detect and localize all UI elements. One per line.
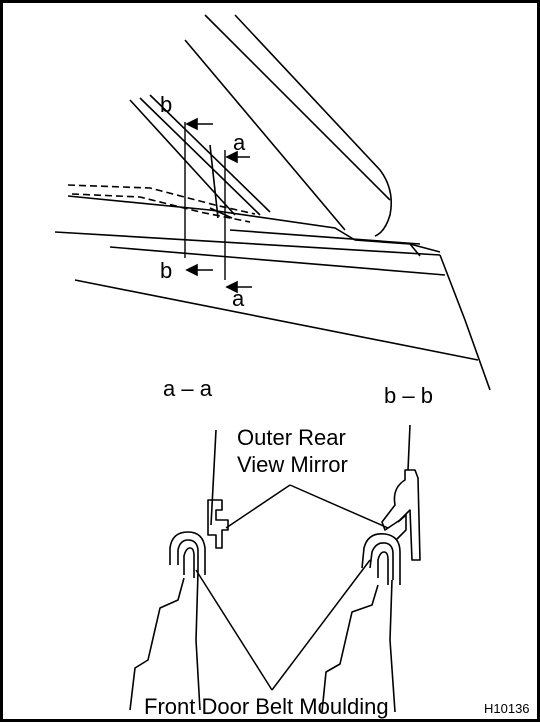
section-b-panel-outer: [321, 584, 379, 713]
door-panel-edge: [439, 254, 466, 321]
section-b-panel-inner: [389, 579, 396, 713]
section-a-panel-inner: [195, 571, 201, 711]
door-panel-line-1: [54, 231, 441, 256]
callout-mirror-line2: View Mirror: [237, 452, 348, 477]
mirror-base-edge: [129, 99, 236, 216]
section-marker-b-bottom: b: [160, 258, 172, 283]
section-a-mirror-bracket: [207, 499, 229, 549]
section-a-glass: [210, 429, 217, 526]
door-outer-edge: [464, 319, 491, 391]
section-b-glass: [407, 424, 411, 471]
section-a-moulding-mid: [177, 539, 199, 572]
glass-line: [184, 39, 346, 231]
moulding-detail: [209, 207, 233, 219]
door-lower-line: [74, 279, 479, 361]
arrow-b-bottom: [185, 263, 198, 277]
figure-code: H10136: [484, 701, 530, 716]
moulding-top-line: [67, 195, 421, 257]
section-marker-b-top: b: [160, 92, 172, 117]
arrow-a-top: [225, 150, 238, 164]
mirror-leader-a: [225, 484, 291, 529]
belt-line: [229, 229, 421, 245]
moulding-leader-b: [271, 559, 371, 691]
hidden-outline-2: [71, 193, 251, 223]
glass-edge-line: [204, 14, 391, 201]
section-b-bracket-detail: [395, 514, 407, 541]
section-a-panel-outer: [129, 577, 185, 711]
moulding-leader-a: [195, 569, 273, 691]
section-view-a: [129, 429, 229, 711]
mirror-leader-b: [289, 484, 389, 529]
arrow-a-bottom: [225, 280, 238, 294]
door-top-view: [54, 14, 491, 391]
section-b-moulding-outer: [361, 532, 401, 585]
section-marker-a-bottom: a: [232, 286, 245, 311]
mirror-base-edge-3: [149, 94, 271, 213]
section-arrows: [185, 117, 252, 294]
hidden-outline-1: [67, 184, 256, 215]
section-b-mirror-bracket: [381, 469, 421, 561]
section-marker-a-top: a: [233, 130, 246, 155]
callout-mirror-line1: Outer Rear: [237, 425, 346, 450]
door-panel-line-2: [109, 246, 446, 276]
section-view-b: [321, 424, 421, 713]
section-b-moulding-inner: [377, 551, 389, 585]
section-a-moulding-outer: [169, 531, 206, 575]
section-title-a: a – a: [163, 376, 213, 401]
arrow-b-top: [185, 117, 198, 131]
mirror-base-vertical: [209, 144, 219, 219]
callout-moulding: Front Door Belt Moulding: [144, 694, 389, 719]
section-title-b: b – b: [384, 383, 433, 408]
mirror-base-edge-2: [139, 97, 261, 216]
door-panel-corner: [409, 243, 441, 253]
section-b-moulding-mid: [369, 542, 394, 580]
leader-lines: [195, 484, 389, 691]
section-a-moulding-inner: [183, 547, 195, 578]
glass-edge-curve: [234, 14, 393, 237]
